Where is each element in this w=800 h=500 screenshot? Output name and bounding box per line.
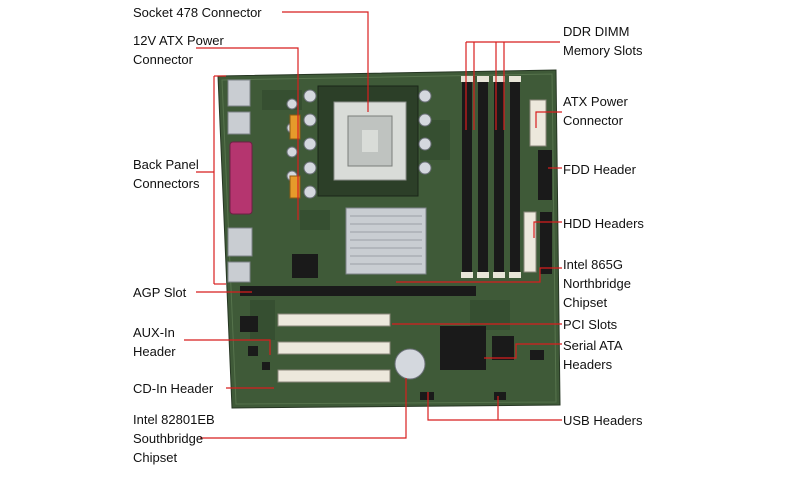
agp-slot [240,286,476,296]
cmos-battery [394,348,426,380]
sata-headers [492,336,514,360]
back-panel-connectors [227,79,253,283]
label-northbridge-line2: Northbridge [563,276,631,291]
leader-lines [184,11,562,439]
label-agp-slot: AGP Slot [133,285,187,300]
label-aux-in-line1: AUX-In [133,325,175,340]
label-serial-ata-line2: Headers [563,357,613,372]
southbridge-chip [440,326,486,370]
label-atx-power-line1: ATX Power [563,94,628,109]
label-cd-in-header: CD-In Header [133,381,214,396]
hdd-header-2 [540,212,552,274]
label-southbridge-line2: Southbridge [133,431,204,446]
label-ddr-dimm-line1: DDR DIMM [563,24,630,39]
label-aux-in-line2: Header [133,344,176,359]
pci-slots [277,313,391,383]
label-southbridge-line1: Intel 82801EB [133,412,215,427]
label-usb-headers: USB Headers [563,413,643,428]
label-northbridge-line1: Intel 865G [563,257,623,272]
label-back-panel-line1: Back Panel [133,157,199,172]
label-pci-slots: PCI Slots [563,317,618,332]
label-12v-atx-power-line1: 12V ATX Power [133,33,224,48]
label-southbridge-line3: Chipset [133,450,178,465]
label-back-panel-line2: Connectors [133,176,200,191]
label-fdd-header: FDD Header [563,162,636,177]
ddr-dimm-slots [461,76,521,278]
northbridge-heatsink [345,207,427,275]
atx-12v-connector [289,114,301,199]
label-northbridge-line3: Chipset [563,295,608,310]
label-12v-atx-power-line2: Connector [133,52,193,67]
atx-power-connector [529,99,547,147]
fdd-header [538,150,552,200]
label-serial-ata-line1: Serial ATA [563,338,623,353]
label-ddr-dimm-line2: Memory Slots [563,43,643,58]
label-hdd-headers: HDD Headers [563,216,644,231]
label-socket-478: Socket 478 Connector [133,5,262,20]
hdd-header-1 [523,211,537,273]
label-atx-power-line2: Connector [563,113,623,128]
